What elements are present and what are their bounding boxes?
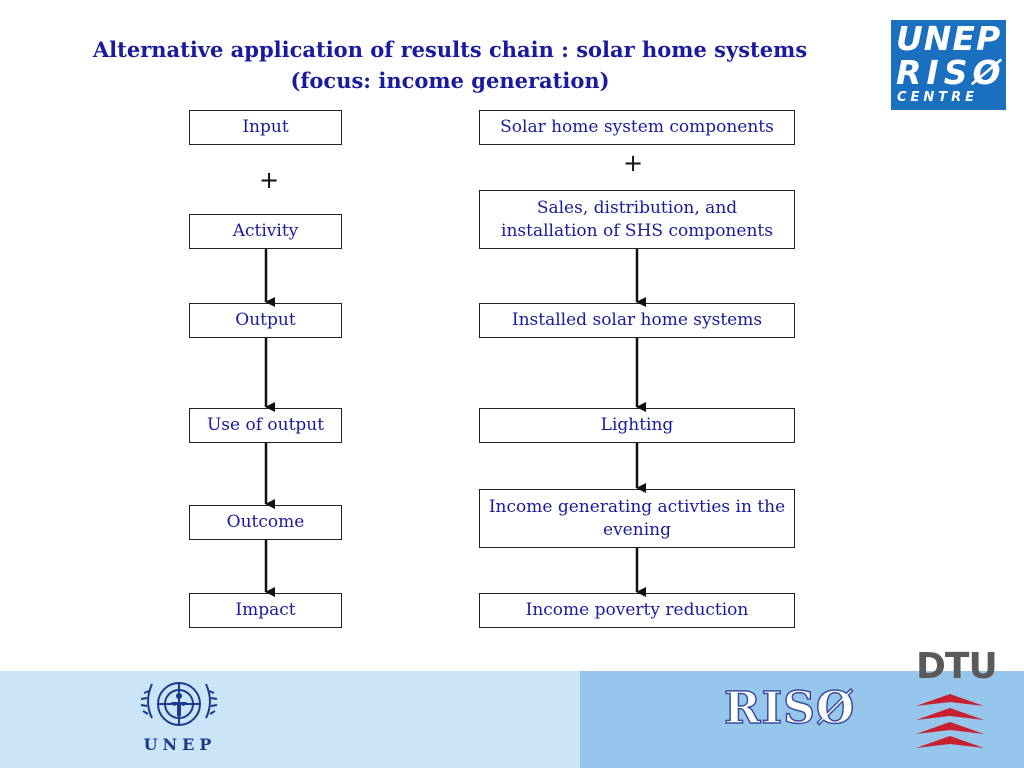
box-outcome: Outcome	[189, 505, 342, 540]
unep-riso-centre-logo: UNEP RISØ CENTRE	[891, 20, 1006, 110]
box-output: Output	[189, 303, 342, 338]
unep-footer-label: UNEP	[143, 735, 217, 754]
plus-left: +	[259, 166, 280, 194]
box-sales-distribution: Sales, distribution, and installation of…	[479, 190, 795, 249]
box-use-of-output: Use of output	[189, 408, 342, 443]
title-line-1: Alternative application of results chain…	[92, 37, 808, 62]
box-impact: Impact	[189, 593, 342, 628]
un-emblem-icon	[140, 682, 218, 726]
box-input: Input	[189, 110, 342, 145]
title-line-2: (focus: income generation)	[290, 68, 610, 93]
box-shs-components: Solar home system components	[479, 110, 795, 145]
plus-right: +	[623, 149, 644, 177]
box-installed-shs: Installed solar home systems	[479, 303, 795, 338]
footer-band-left	[0, 671, 580, 768]
slide-title: Alternative application of results chain…	[60, 34, 840, 96]
dtu-logo-icon	[916, 694, 984, 748]
logo-line-riso: RISØ	[896, 53, 1006, 92]
logo-line-unep: UNEP	[896, 19, 1002, 58]
dtu-logo-text: DTU	[916, 646, 998, 687]
box-income-poverty: Income poverty reduction	[479, 593, 795, 628]
box-lighting: Lighting	[479, 408, 795, 443]
riso-footer-logo: RISØ	[723, 683, 856, 735]
box-activity: Activity	[189, 214, 342, 249]
footer-band-right	[580, 671, 1024, 768]
logo-line-centre: CENTRE	[897, 90, 979, 105]
box-income-activities: Income generating activties in the eveni…	[479, 489, 795, 548]
